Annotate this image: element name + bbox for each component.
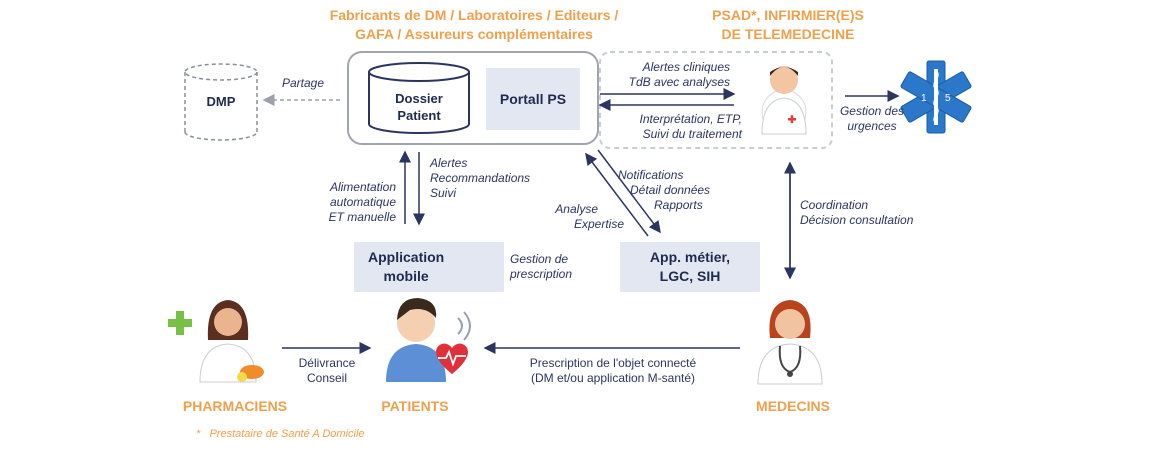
alimentation-label: Alimentation automatique ET manuelle — [300, 180, 396, 225]
portail-ps-box: Portall PS — [486, 68, 580, 130]
application-mobile-box: Application mobile — [354, 242, 504, 292]
app-metier-line1: App. métier, — [649, 249, 731, 265]
alertes-reco-line3: Suivi — [430, 186, 457, 200]
medecins-caption: MEDECINS — [756, 398, 830, 414]
dossier-line1: Dossier — [395, 91, 443, 106]
alertes-reco-label: Alertes Recommandations Suivi — [430, 156, 550, 201]
prescription-objet-label: Prescription de l'objet connecté (DM et/… — [510, 356, 716, 386]
nurse-doctor-icon — [761, 66, 807, 135]
coordination-line2: Décision consultation — [800, 213, 914, 227]
alimentation-line1: Alimentation — [329, 180, 396, 194]
alimentation-line2: automatique — [329, 195, 396, 209]
dossier-line2: Patient — [397, 108, 441, 123]
patients-caption: PATIENTS — [381, 398, 449, 414]
coordination-label: Coordination Décision consultation — [800, 198, 950, 228]
delivrance-line1: Délivrance — [298, 356, 356, 370]
alertes-reco-line2: Recommandations — [430, 171, 531, 185]
alertes-cliniques-line2: TdB avec analyses — [628, 75, 730, 89]
analyse-line2: Expertise — [573, 217, 624, 231]
pharmaciens-caption: PHARMACIENS — [182, 398, 288, 414]
gestion-urgences-label: Gestion des urgences — [830, 104, 914, 134]
prescription-objet-line1: Prescription de l'objet connecté — [529, 356, 697, 370]
app-metier-label: App. métier, LGC, SIH — [650, 248, 730, 286]
prescription-objet-line2: (DM et/ou application M-santé) — [530, 371, 696, 385]
top-right-title-line1: PSAD*, INFIRMIER(E)S — [712, 7, 864, 23]
application-mobile-label: Application mobile — [368, 248, 444, 286]
interpretation-line2: Suivi du traitement — [642, 127, 742, 141]
app-metier-box: App. métier, LGC, SIH — [620, 242, 760, 292]
alertes-cliniques-label: Alertes cliniques TdB avec analyses — [612, 60, 730, 90]
delivrance-line2: Conseil — [306, 371, 348, 385]
alertes-cliniques-line1: Alertes cliniques — [642, 60, 730, 74]
dossier-patient-label: Dossier Patient — [370, 90, 468, 124]
app-mobile-line2: mobile — [383, 268, 429, 284]
doctor-icon — [757, 300, 823, 385]
notifications-label: Notifications Détail données Rapports — [618, 168, 738, 213]
dmp-cylinder — [184, 63, 258, 141]
app-metier-line2: LGC, SIH — [659, 268, 721, 284]
partage-label: Partage — [282, 76, 325, 90]
delivrance-label: Délivrance Conseil — [284, 356, 370, 386]
notifications-arrow — [597, 149, 661, 234]
gestion-urgences-line2: urgences — [847, 119, 897, 133]
alertes-reco-line1: Alertes — [430, 156, 468, 170]
top-left-title: Fabricants de DM / Laboratoires / Editeu… — [284, 6, 664, 44]
analyse-arrow — [585, 152, 649, 237]
interpretation-label: Interprétation, ETP, Suivi du traitement — [612, 112, 742, 142]
gestion-prescription-line1: Gestion de — [510, 252, 569, 266]
patient-icon — [386, 298, 471, 382]
star-of-life-icon: 1 5 — [900, 60, 972, 134]
alimentation-line3: ET manuelle — [328, 210, 396, 224]
svg-text:5: 5 — [945, 93, 951, 104]
top-right-title: PSAD*, INFIRMIER(E)S DE TELEMEDECINE — [670, 6, 906, 44]
top-left-title-line2: GAFA / Assureurs complémentaires — [355, 26, 593, 42]
portail-ps-label: Portall PS — [499, 91, 567, 107]
footnote: * Prestataire de Santé A Domicile — [196, 428, 365, 440]
notifications-line3: Rapports — [654, 198, 703, 212]
gestion-prescription-line2: prescription — [510, 267, 573, 281]
app-mobile-line1: Application — [368, 249, 445, 265]
notifications-line2: Détail données — [630, 183, 711, 197]
top-right-title-line2: DE TELEMEDECINE — [721, 26, 855, 42]
gestion-prescription-label: Gestion de prescription — [510, 252, 600, 282]
analyse-line1: Analyse — [555, 202, 598, 216]
analyse-label: Analyse Expertise — [536, 202, 624, 232]
svg-text:1: 1 — [921, 93, 927, 104]
coordination-line1: Coordination — [800, 198, 869, 212]
gestion-urgences-line1: Gestion des — [839, 104, 905, 118]
notifications-line1: Notifications — [618, 168, 684, 182]
top-left-title-line1: Fabricants de DM / Laboratoires / Editeu… — [329, 7, 619, 23]
pharmacist-icon — [168, 300, 264, 383]
interpretation-line1: Interprétation, ETP, — [639, 112, 742, 126]
telemedecine-dashed-frame — [599, 51, 833, 149]
dossier-cylinder — [368, 62, 470, 134]
dmp-label: DMP — [206, 94, 236, 109]
